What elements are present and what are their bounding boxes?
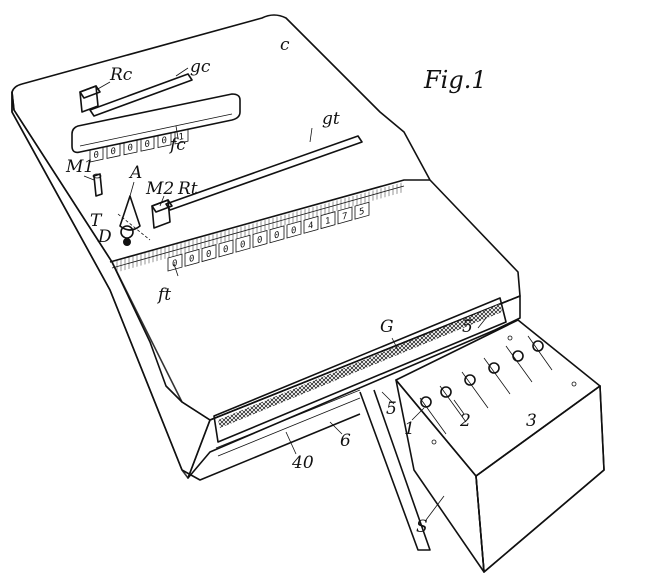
counter-t-digit: 0 — [189, 253, 194, 265]
cassette-sliders[interactable] — [419, 335, 553, 435]
counter-t-digit: 0 — [172, 258, 177, 270]
counter-c-digits: 0 0 0 0 0 1 — [89, 128, 189, 163]
label-gc: gc — [190, 57, 211, 77]
counter-t-digit: 0 — [240, 239, 245, 251]
label-gt: gt — [322, 109, 340, 129]
label-c: c — [280, 35, 290, 55]
label-d: D — [97, 227, 112, 247]
counter-t-digit: 0 — [291, 225, 296, 237]
cassette-front — [475, 385, 605, 573]
counter-t-digit: 4 — [308, 220, 314, 232]
counter-t-digit: 1 — [325, 215, 330, 227]
leader-lines — [83, 67, 487, 521]
slot-gt — [151, 135, 363, 229]
label-5-right: 5 — [462, 317, 473, 337]
counter-t-digit: 5 — [359, 206, 364, 218]
label-2: 2 — [459, 411, 471, 431]
label-6: 6 — [340, 431, 351, 451]
label-s: S — [416, 517, 428, 537]
figure-title: Fig.1 — [423, 66, 487, 94]
counter-c-digit: 0 — [94, 150, 99, 161]
lever-a[interactable] — [117, 195, 151, 246]
label-m1: M1 — [65, 157, 94, 177]
label-g: G — [380, 317, 394, 337]
body-front-face — [187, 295, 521, 479]
counter-t-digits: 0 0 0 0 0 0 0 0 4 1 7 5 — [167, 201, 370, 272]
counter-t-digit: 0 — [223, 243, 228, 255]
machine-body — [11, 14, 521, 481]
figure-labels: Fig.1 c Rc gc fc gt M1 A M2 Rt T D ft G … — [65, 35, 537, 537]
label-5-left: 5 — [386, 399, 397, 419]
label-ft: ft — [156, 285, 171, 305]
cassette-side-mesh — [395, 379, 485, 573]
label-fc: fc — [168, 135, 186, 155]
counter-c-digit: 0 — [145, 139, 150, 150]
cassette-3[interactable] — [359, 319, 605, 573]
label-rc: Rc — [109, 65, 133, 85]
label-t: T — [90, 211, 103, 231]
counter-c-digit: 0 — [111, 147, 116, 158]
counter-t-digit: 7 — [342, 210, 347, 222]
counter-c-digit: 0 — [128, 143, 133, 154]
label-3: 3 — [526, 411, 537, 431]
counter-t-digit: 0 — [274, 229, 279, 241]
label-1: 1 — [404, 419, 415, 439]
label-a: A — [128, 163, 142, 183]
counter-t-digit: 0 — [206, 248, 211, 260]
label-40: 40 — [291, 453, 314, 473]
counter-t-digit: 0 — [257, 234, 262, 246]
label-rt: Rt — [177, 179, 198, 199]
cassette-top — [395, 319, 601, 477]
slot-gc — [79, 73, 193, 117]
counter-c-digit: 0 — [162, 136, 167, 147]
handle-m1[interactable] — [92, 173, 103, 197]
counter-c-digit: 1 — [179, 132, 184, 143]
front-opening — [213, 297, 507, 457]
label-m2: M2 — [145, 179, 174, 199]
counter-c-window — [71, 93, 241, 154]
